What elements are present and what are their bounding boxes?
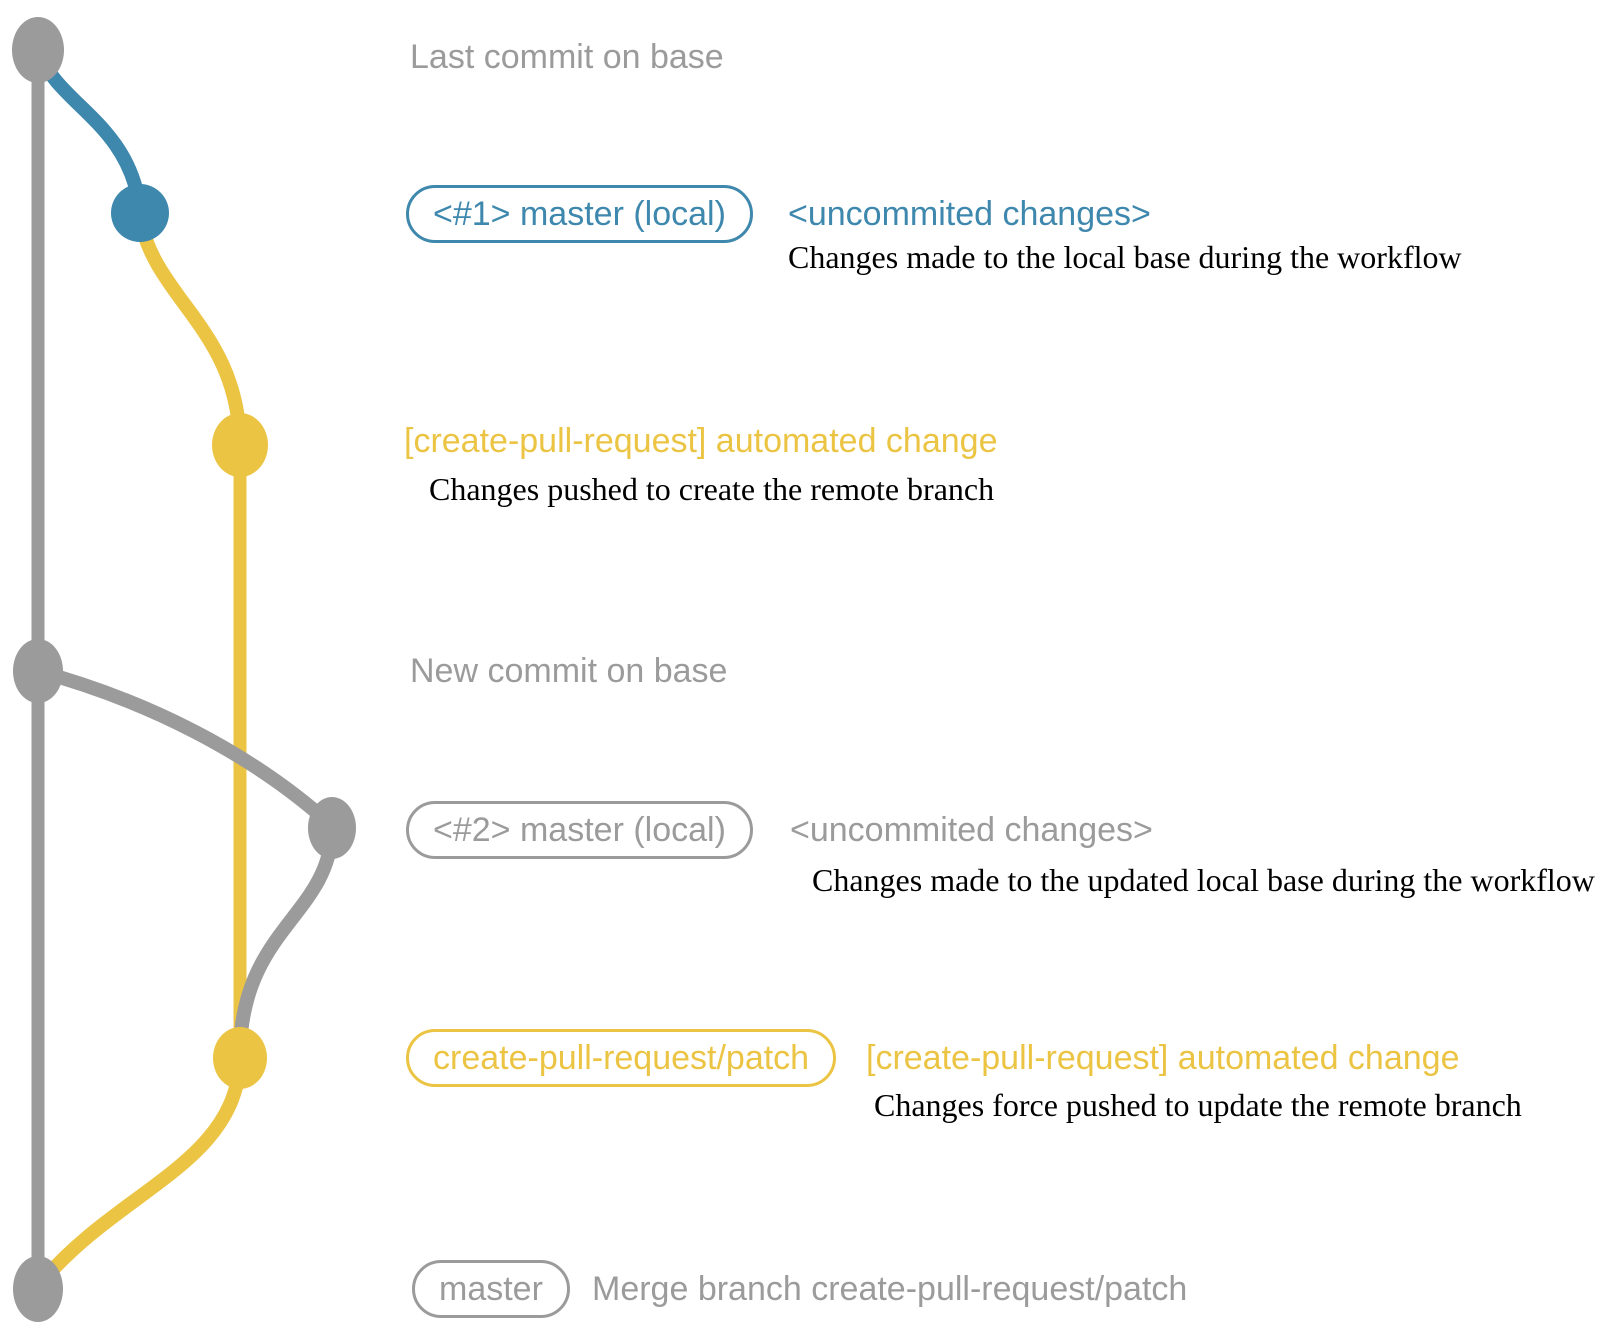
patch-merge-curve (33, 1055, 247, 1291)
note-automated-change-2: [create-pull-request] automated change (866, 1039, 1460, 1077)
local-master-2-branch-in-curve (233, 825, 339, 1057)
commit-dot-patch-1 (212, 413, 268, 477)
desc-local-base-changes-2: Changes made to the updated local base d… (812, 862, 1595, 898)
note-automated-change-1: [create-pull-request] automated change (404, 422, 998, 460)
commit-dot-last-base (12, 17, 64, 83)
label-last-commit-on-base: Last commit on base (410, 38, 724, 76)
commit-dot-local-master-1 (111, 184, 169, 242)
desc-push-create-remote: Changes pushed to create the remote bran… (429, 471, 995, 507)
note-uncommited-changes-2: <uncommited changes> (790, 811, 1153, 849)
local-master-2-branch-out-curve (31, 664, 337, 831)
commit-dot-merge (13, 1256, 63, 1322)
desc-local-base-changes-1: Changes made to the local base during th… (788, 239, 1462, 275)
badge-master-local-1: <#1> master (local) (406, 185, 753, 243)
badge-master-local-2: <#2> master (local) (406, 801, 753, 859)
badge-create-pull-request-patch: create-pull-request/patch (406, 1029, 837, 1087)
label-new-commit-on-base: New commit on base (410, 652, 728, 690)
label-merge-branch: Merge branch create-pull-request/patch (592, 1270, 1188, 1308)
note-uncommited-changes-1: <uncommited changes> (788, 195, 1151, 233)
desc-force-push-remote: Changes force pushed to update the remot… (874, 1087, 1522, 1123)
badge-master: master (412, 1260, 570, 1318)
commit-dot-local-master-2 (308, 797, 356, 859)
commit-dot-new-base (13, 639, 63, 703)
patch-branch-out-curve (133, 211, 247, 455)
commit-dot-patch-2 (213, 1027, 267, 1089)
